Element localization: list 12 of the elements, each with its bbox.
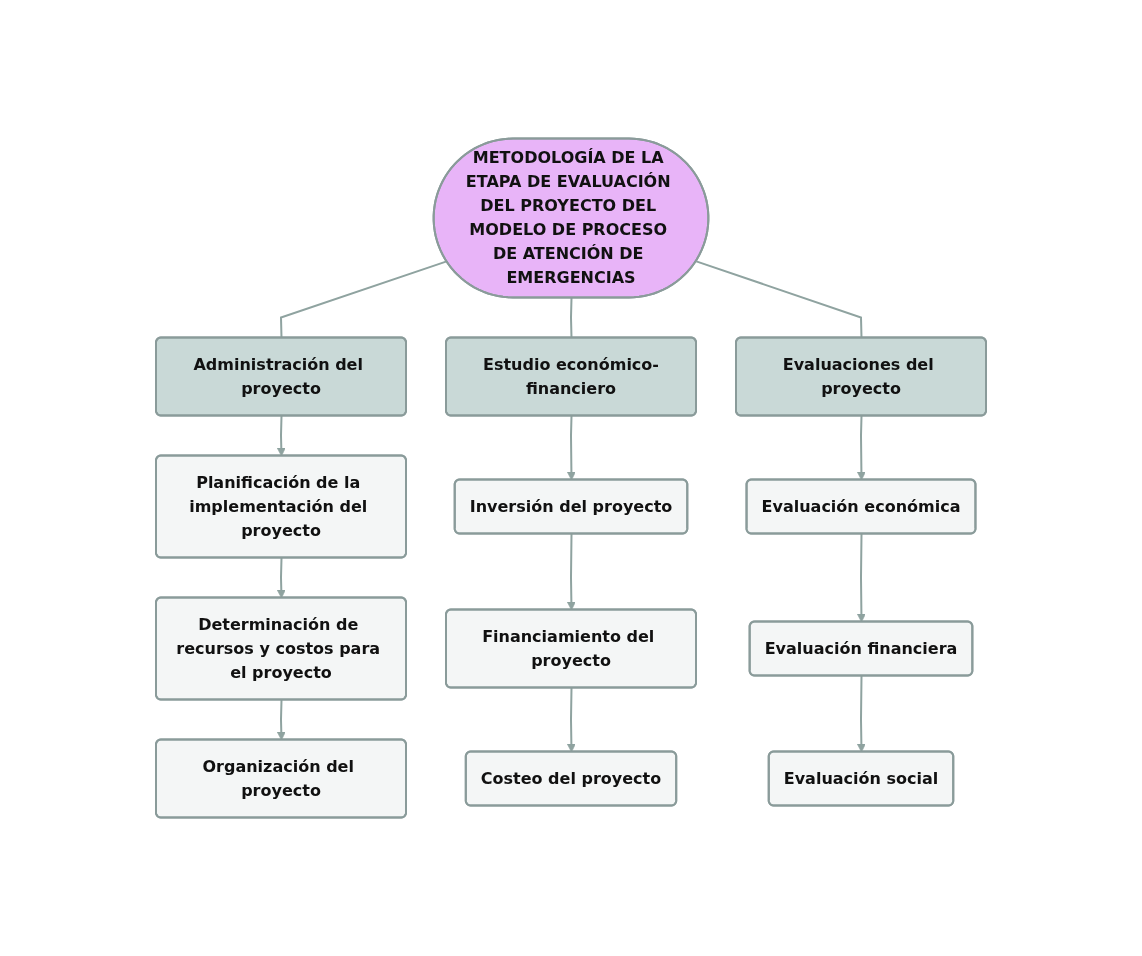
- arrow: [276, 415, 286, 457]
- arrow: [276, 557, 286, 599]
- arrow: [857, 675, 866, 753]
- connector: [280, 260, 448, 339]
- arrow: [857, 533, 866, 623]
- connector: [695, 260, 863, 339]
- arrow: [567, 415, 576, 481]
- arrow: [857, 415, 866, 481]
- arrow: [567, 533, 576, 611]
- arrow: [276, 699, 286, 741]
- arrow: [567, 687, 576, 753]
- connector: [570, 297, 573, 339]
